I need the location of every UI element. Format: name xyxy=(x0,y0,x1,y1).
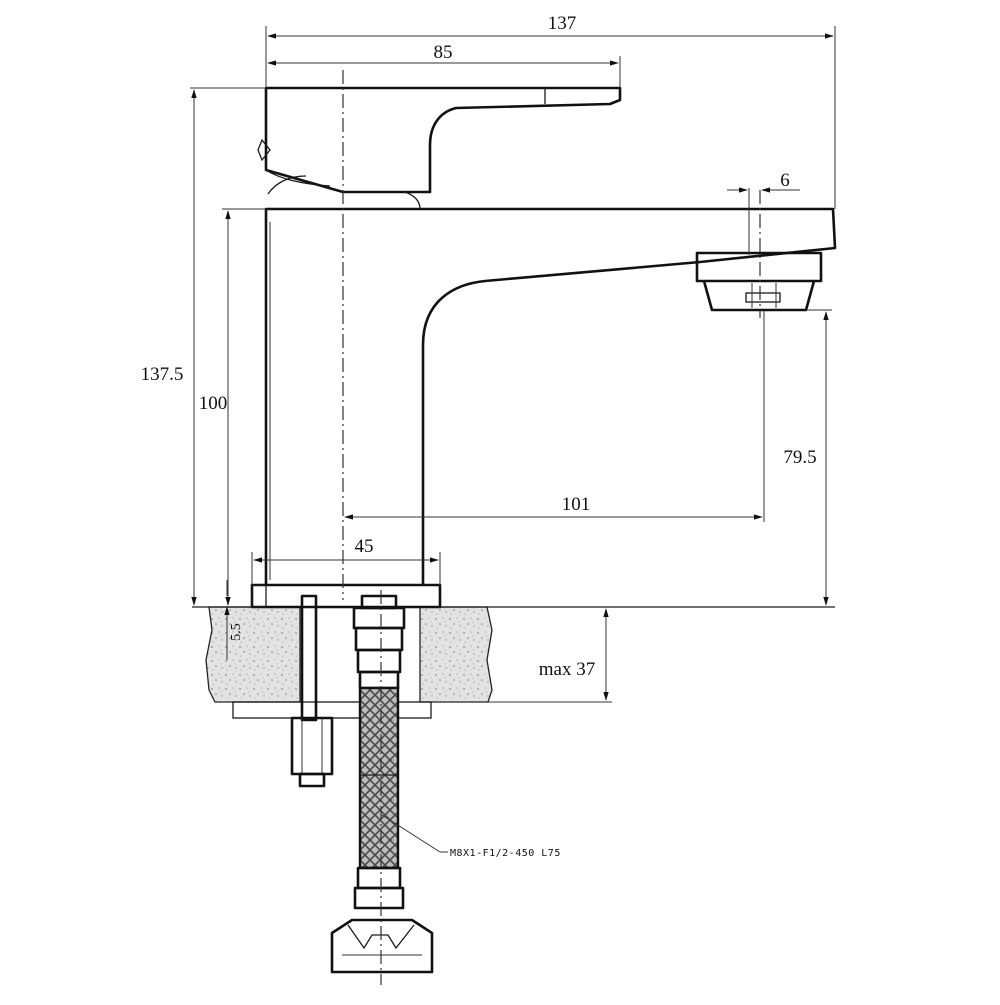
aerator-insert xyxy=(745,292,781,303)
faucet-body xyxy=(264,207,837,585)
dimension-label-45: 45 xyxy=(355,536,374,557)
aerator xyxy=(695,251,823,312)
base-ring xyxy=(250,583,442,609)
dimension-label-5-5: 5.5 xyxy=(229,623,244,641)
dimension-total-height: 137.5 xyxy=(141,87,266,606)
stud-nut xyxy=(290,716,334,776)
aerator-housing xyxy=(695,251,823,283)
countertop xyxy=(192,606,835,719)
temperature-indicator-icon xyxy=(257,138,271,162)
base-flange xyxy=(250,583,442,609)
dimension-label-100: 100 xyxy=(199,393,228,414)
dimension-spout-reach: 101 xyxy=(344,310,765,522)
dimension-total-width: 137 xyxy=(265,13,836,209)
braided-hose-body xyxy=(358,686,400,870)
lever-handle xyxy=(257,86,622,210)
center-lines xyxy=(342,70,761,985)
hose-crimp xyxy=(356,866,402,890)
handle-outline xyxy=(264,86,622,194)
hose-nut-bottom xyxy=(356,648,402,674)
mounting-plate xyxy=(232,701,432,719)
countertop-left-section xyxy=(205,606,301,703)
dimension-spout-clearance: 79.5 xyxy=(783,309,832,606)
hose-spec-label: M8X1-F1/2-450 L75 xyxy=(450,848,561,859)
hose-end-seal xyxy=(347,924,415,950)
dimension-handle-width: 85 xyxy=(267,42,621,88)
dimension-label-101: 101 xyxy=(562,494,591,515)
dimension-label-6: 6 xyxy=(780,170,790,191)
hose-nut-middle xyxy=(354,626,404,652)
supply-hose xyxy=(330,594,434,974)
countertop-right-section xyxy=(419,606,493,703)
dimension-label-79-5: 79.5 xyxy=(783,447,816,468)
dimension-aerator-offset: 6 xyxy=(727,170,800,255)
dimension-washer-thickness: 5.5 xyxy=(224,580,244,660)
stud-end xyxy=(298,772,326,788)
hose-spec-callout: M8X1-F1/2-450 L75 xyxy=(381,814,561,859)
hose-ferrule xyxy=(358,670,400,690)
dimension-label-max-37: max 37 xyxy=(539,659,595,680)
aerator-tip xyxy=(702,280,816,312)
dimension-label-137: 137 xyxy=(548,13,577,34)
hose-end-nut xyxy=(330,918,434,974)
hose-nut-top xyxy=(352,606,406,630)
dimension-label-137-5: 137.5 xyxy=(141,364,184,385)
dimension-body-height: 100 xyxy=(199,208,266,606)
body-and-spout-outline xyxy=(264,207,837,585)
mounting-stud xyxy=(290,594,334,788)
dimension-base-diameter: 45 xyxy=(251,536,441,585)
threaded-stud xyxy=(300,594,318,722)
hose-adapter xyxy=(353,886,405,910)
dimension-label-85: 85 xyxy=(434,42,453,63)
dimension-counter-thickness: max 37 xyxy=(488,608,612,703)
